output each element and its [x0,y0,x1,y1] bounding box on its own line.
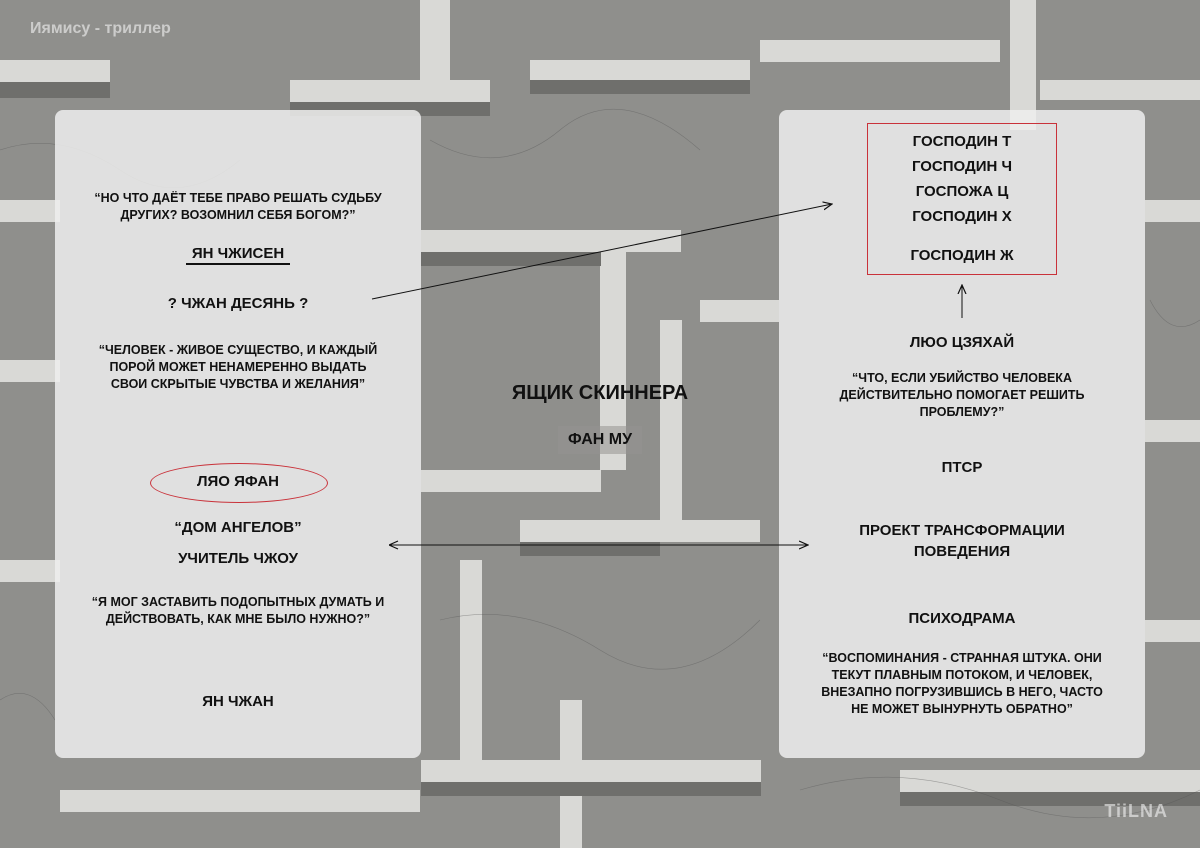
right-highlight-box [867,123,1057,275]
right-panel [779,110,1145,758]
right-box-item-3: ГОСПОЖА Ц [915,183,1009,200]
right-name-lyo-czyahai: ЛЮО ЦЗЯХАЙ [909,334,1015,351]
left-highlight-oval [150,463,328,503]
right-name-psychodrama: ПСИХОДРАМА [908,610,1016,627]
right-name-ptsr: ПТСР [941,459,983,476]
left-name-yan-zhisen: ЯН ЧЖИСЕН [55,245,421,265]
center-title: ЯЩИК СКИННЕРА [511,382,689,404]
right-box-item-4: ГОСПОДИН Х [912,208,1012,225]
right-box-item-5: ГОСПОДИН Ж [910,247,1014,264]
center-subtitle-bg [558,426,642,454]
watermark: TiiLNA [1104,801,1168,821]
right-box-item-1: ГОСПОДИН Т [912,133,1012,150]
header-title: Иямису - триллер [30,20,171,37]
center-subtitle: ФАН МУ [567,431,633,448]
left-name-zhang-desyan: ? ЧЖАН ДЕСЯНЬ ? [167,295,309,312]
right-box-item-2: ГОСПОДИН Ч [911,158,1013,175]
left-name-dom-angelov: “ДОМ АНГЕЛОВ” [174,519,302,536]
left-name-lyao-yafan: ЛЯО ЯФАН [196,473,280,490]
left-name-teacher-zhou: УЧИТЕЛЬ ЧЖОУ [178,550,298,567]
left-panel [55,110,421,758]
left-name-yan-zhan: ЯН ЧЖАН [202,693,274,710]
